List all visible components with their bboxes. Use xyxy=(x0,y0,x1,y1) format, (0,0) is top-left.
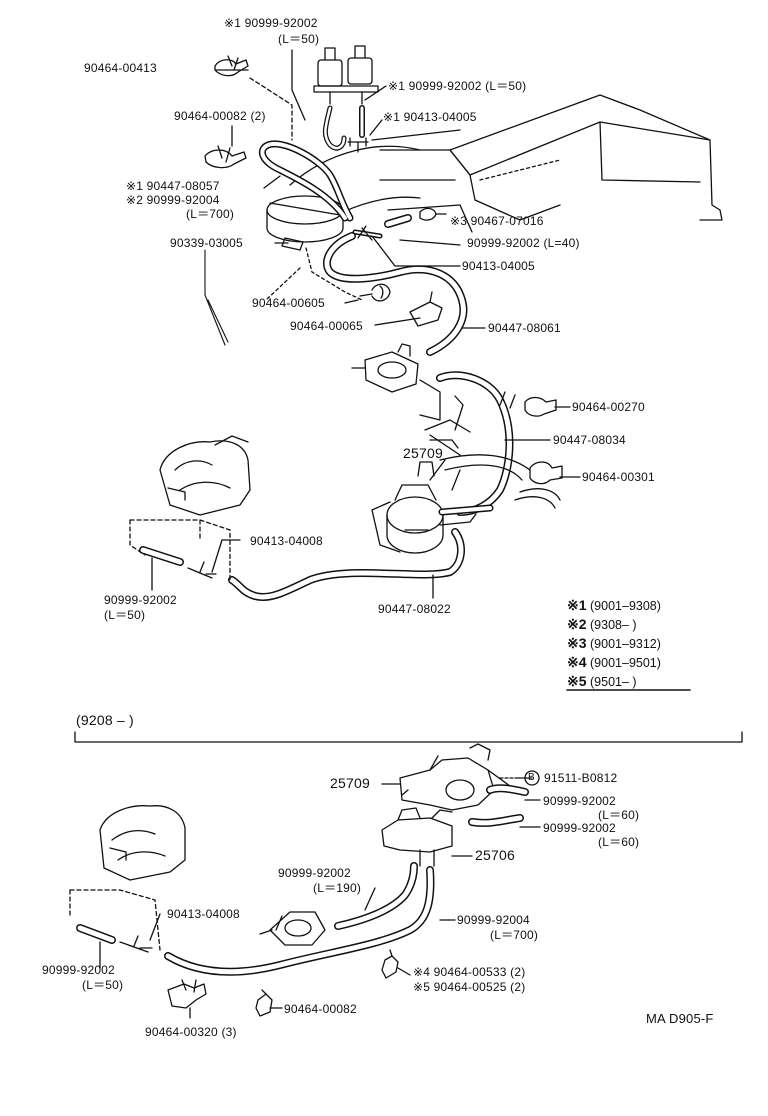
section-header-9208: (9208 – ) xyxy=(76,712,134,728)
callout-hose-08057: ※1 90447-08057 xyxy=(126,179,220,193)
callout-hose-92004-l700-length: (L＝700) xyxy=(490,928,539,942)
callout-clamp-00525: ※5 90464-00525 (2) xyxy=(413,980,526,994)
legend-row-5: ※5 (9501– ) xyxy=(567,673,637,689)
clamp-90464-00301 xyxy=(529,461,563,485)
callout-hose-92002-l50: 90999-92002 xyxy=(104,593,177,607)
clamp-90464-00270 xyxy=(499,391,557,417)
callout-tee-04005-b: 90413-04005 xyxy=(462,259,535,273)
callout-25709-lower: 25709 xyxy=(330,775,370,791)
callout-clamp-00270: 90464-00270 xyxy=(572,400,645,414)
callout-clamp-00082: 90464-00082 (2) xyxy=(174,109,266,123)
figure-code: MA D905-F xyxy=(646,1011,714,1026)
vsv-solenoids xyxy=(313,45,379,105)
callout-hose-92002-l50-lower: 90999-92002 xyxy=(42,963,115,977)
clamp-90464-00605 xyxy=(359,283,391,302)
callout-clamp-00605: 90464-00605 xyxy=(252,296,325,310)
callout-hose-92004: ※2 90999-92004 xyxy=(126,193,220,207)
callout-vsv-hose-2: ※1 90999-92002 (L＝50) xyxy=(388,79,527,93)
callout-hose-92002-l60-a: 90999-92002 xyxy=(543,794,616,808)
callout-clamp-00320: 90464-00320 (3) xyxy=(145,1025,237,1039)
engine-block-outline xyxy=(371,94,723,233)
callout-fitting-03005: 90339-03005 xyxy=(170,236,243,250)
vacuum-diaphragm-lower xyxy=(259,911,326,946)
vacuum-valve-upper xyxy=(351,343,419,393)
callout-clamp-00082-lower: 90464-00082 xyxy=(284,1002,357,1016)
air-horn xyxy=(266,145,421,243)
clamp-90464-00533 xyxy=(381,949,399,979)
clamp-90464-00082 xyxy=(204,145,247,169)
callout-tee-04008: 90413-04008 xyxy=(250,534,323,548)
intake-manifold-fragment xyxy=(159,435,251,516)
callout-tee-04005: ※1 90413-04005 xyxy=(383,110,477,124)
vsv-25706 xyxy=(381,807,453,867)
clamp-90464-00413 xyxy=(214,55,249,77)
callout-hose-92002-l40: 90999-92002 (L=40) xyxy=(467,236,580,250)
callout-pipe-08022: 90447-08022 xyxy=(378,602,451,616)
legend-row-1: ※1 (9001–9308) xyxy=(567,597,661,613)
callout-hose-92002-l190: 90999-92002 xyxy=(278,866,351,880)
callout-tee-04008-lower: 90413-04008 xyxy=(167,907,240,921)
callout-hose-08061: 90447-08061 xyxy=(488,321,561,335)
callout-hose-08034: 90447-08034 xyxy=(553,433,626,447)
callout-clamp-00301: 90464-00301 xyxy=(582,470,655,484)
egr-modulator-25709-lower xyxy=(399,743,511,811)
legend-row-3: ※3 (9001–9312) xyxy=(567,635,661,651)
callout-vsv-hose-1-length: (L＝50) xyxy=(278,32,320,46)
callout-bolt-b0812: 91511-B0812 xyxy=(544,771,618,785)
ref-b-circle xyxy=(524,770,540,786)
legend-row-4: ※4 (9001–9501) xyxy=(567,654,661,670)
callout-hose-92002-l60-b: 90999-92002 xyxy=(543,821,616,835)
callout-hose-92002-l190-length: (L＝190) xyxy=(313,881,362,895)
clamp-90464-00082-lower xyxy=(255,989,273,1017)
callout-hose-92002-l50-length: (L＝50) xyxy=(104,608,146,622)
callout-hose-92002-l60-a-length: (L＝60) xyxy=(598,808,640,822)
legend-row-2: ※2 (9308– ) xyxy=(567,616,637,632)
callout-bracket-00065: 90464-00065 xyxy=(290,319,363,333)
callout-hose-92002-l50-lower-length: (L＝50) xyxy=(82,978,124,992)
callout-vsv-25706: 25706 xyxy=(475,847,515,863)
callout-clamp-00413: 90464-00413 xyxy=(84,61,157,75)
callout-hose-92002-l60-b-length: (L＝60) xyxy=(598,835,640,849)
intake-manifold-fragment-lower xyxy=(99,805,186,881)
clamp-90464-00320 xyxy=(167,979,207,1009)
callout-hose-92004-l700: 90999-92004 xyxy=(457,913,530,927)
callout-hose-92004-length: (L＝700) xyxy=(186,207,235,221)
production-date-legend: ※1 (9001–9308) ※2 (9308– ) ※3 (9001–9312… xyxy=(567,596,687,691)
callout-vsv-hose-1: ※1 90999-92002 xyxy=(224,16,318,30)
callout-25709: 25709 xyxy=(403,445,443,461)
callout-clip-07016: ※3 90467-07016 xyxy=(450,214,544,228)
ref-b-letter: B xyxy=(528,772,535,783)
bracket-90464-00065 xyxy=(409,291,443,327)
callout-clamp-00533: ※4 90464-00533 (2) xyxy=(413,965,526,979)
